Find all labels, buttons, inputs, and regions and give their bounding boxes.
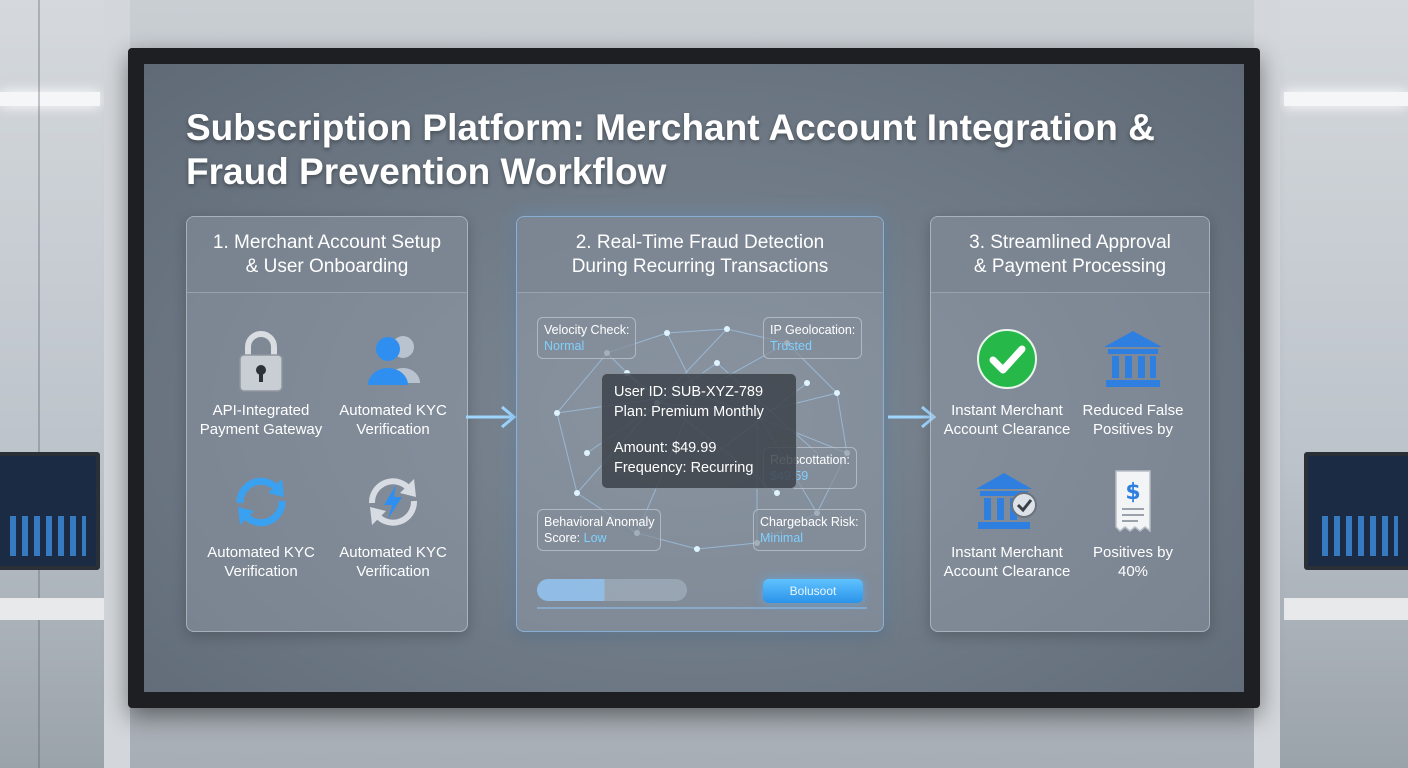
sync-icon	[226, 469, 296, 535]
feature-label: Reduced False Positives by	[1063, 401, 1203, 439]
background-desk	[0, 598, 104, 620]
tag-label: Chargeback Risk:	[760, 515, 859, 529]
scan-progress-bar	[537, 579, 687, 601]
card-heading: 3. Streamlined Approval & Payment Proces…	[931, 217, 1209, 293]
feature-label: Positives by 40%	[1063, 543, 1203, 581]
transaction-user-id: User ID: SUB-XYZ-789	[614, 382, 784, 402]
tag-label: Behavioral Anomaly	[544, 515, 654, 529]
step-card-merchant-setup: 1. Merchant Account Setup & User Onboard…	[186, 216, 468, 632]
tag-value: Trusted	[770, 338, 855, 354]
card-heading: 2. Real-Time Fraud Detection During Recu…	[517, 217, 883, 293]
feature-item: $ Positives by 40%	[1063, 469, 1203, 581]
feature-item: Reduced False Positives by	[1063, 327, 1203, 439]
wall-pillar	[104, 0, 130, 768]
feature-item: Automated KYC Verification	[191, 469, 331, 581]
display-screen: Subscription Platform: Merchant Account …	[144, 64, 1244, 692]
action-button[interactable]: Bolusoot	[763, 579, 863, 603]
card-heading-text: 2. Real-Time Fraud Detection During Recu…	[572, 231, 829, 279]
background-monitor	[0, 452, 100, 570]
ceiling-light	[1284, 92, 1408, 106]
feature-item: Instant Merchant Account Clearance	[937, 469, 1077, 581]
feature-label: Automated KYC Verification	[323, 543, 463, 581]
ceiling-light	[0, 92, 100, 106]
feature-item: Instant Merchant Account Clearance	[937, 327, 1077, 439]
svg-text:$: $	[1125, 480, 1140, 505]
flow-arrow-icon	[462, 402, 522, 432]
background-desk	[1284, 598, 1408, 620]
glass-partition	[38, 0, 40, 768]
padlock-icon	[226, 327, 296, 393]
receipt-dollar-icon: $	[1098, 469, 1168, 535]
tag-label: IP Geolocation:	[770, 323, 855, 337]
feature-item: Automated KYC Verification	[323, 327, 463, 439]
card-heading-text: 1. Merchant Account Setup & User Onboard…	[213, 231, 441, 279]
card-heading: 1. Merchant Account Setup & User Onboard…	[187, 217, 467, 293]
feature-item: API-Integrated Payment Gateway	[191, 327, 331, 439]
tag-label: Score:	[544, 531, 580, 545]
feature-label: API-Integrated Payment Gateway	[191, 401, 331, 439]
divider	[537, 607, 867, 609]
feature-label: Automated KYC Verification	[191, 543, 331, 581]
bank-verified-icon	[972, 469, 1042, 535]
card-heading-text: 3. Streamlined Approval & Payment Proces…	[969, 231, 1171, 279]
transaction-frequency: Frequency: Recurring	[614, 458, 784, 478]
tag-label: Velocity Check:	[544, 323, 629, 337]
tag-value: Normal	[544, 338, 629, 354]
fraud-check-behavioral-anomaly: Behavioral Anomaly Score: Low	[537, 509, 661, 551]
step-card-fraud-detection: 2. Real-Time Fraud Detection During Recu…	[516, 216, 884, 632]
tag-value: Minimal	[760, 530, 859, 546]
transaction-amount: Amount: $49.99	[614, 438, 784, 458]
feature-label: Automated KYC Verification	[323, 401, 463, 439]
transaction-details-panel: User ID: SUB-XYZ-789 Plan: Premium Month…	[601, 373, 797, 489]
fraud-check-chargeback-risk: Chargeback Risk: Minimal	[753, 509, 866, 551]
check-circle-icon	[972, 327, 1042, 393]
tag-value: Low	[584, 531, 607, 545]
office-background-right	[1258, 0, 1408, 768]
transaction-plan: Plan: Premium Monthly	[614, 402, 784, 422]
step-card-approval-processing: 3. Streamlined Approval & Payment Proces…	[930, 216, 1210, 632]
fraud-check-velocity: Velocity Check: Normal	[537, 317, 636, 359]
fraud-check-ip-geolocation: IP Geolocation: Trusted	[763, 317, 862, 359]
wall-display: Subscription Platform: Merchant Account …	[128, 48, 1260, 708]
feature-label: Instant Merchant Account Clearance	[937, 543, 1077, 581]
bank-icon	[1098, 327, 1168, 393]
background-monitor	[1304, 452, 1408, 570]
lightning-sync-icon	[358, 469, 428, 535]
feature-item: Automated KYC Verification	[323, 469, 463, 581]
users-icon	[358, 327, 428, 393]
page-title: Subscription Platform: Merchant Account …	[186, 106, 1226, 194]
feature-label: Instant Merchant Account Clearance	[937, 401, 1077, 439]
